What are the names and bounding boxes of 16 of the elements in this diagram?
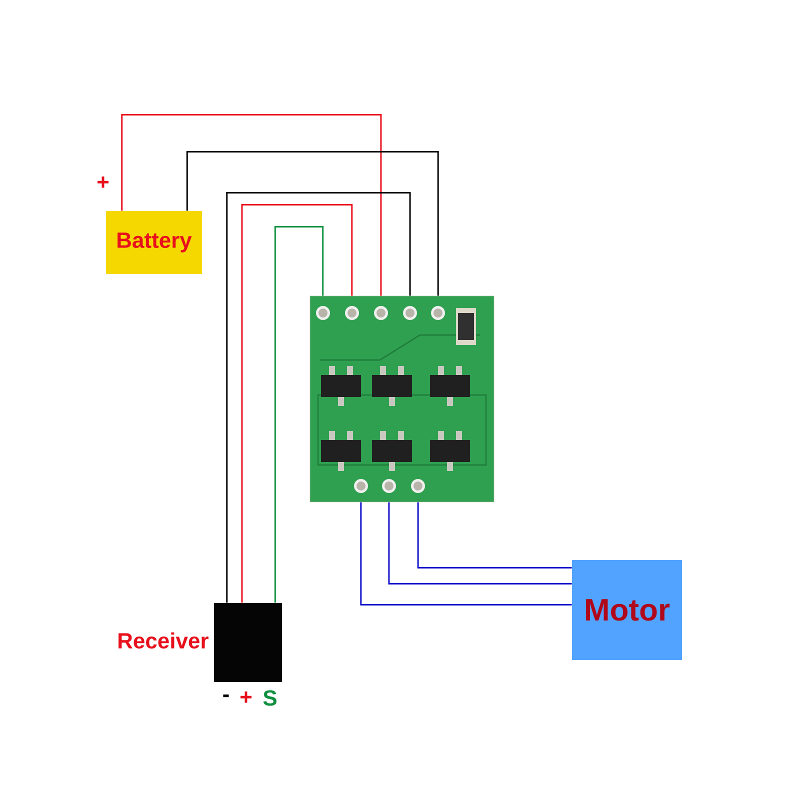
circuit-board-drawing [310,296,494,502]
receiver-label: Receiver [118,632,208,649]
polarity-label: + [98,176,109,188]
pin-label: S [263,690,276,706]
wire [241,204,353,603]
wire [186,151,439,296]
pin-label: - [223,694,229,698]
wire [121,114,382,296]
battery-box: Battery [106,211,202,274]
wire [274,226,324,603]
wire [388,502,572,585]
wire [360,502,572,606]
wire [226,192,411,603]
motor-box: Motor [572,560,682,660]
wire [417,502,572,569]
pin-label: + [240,692,252,703]
